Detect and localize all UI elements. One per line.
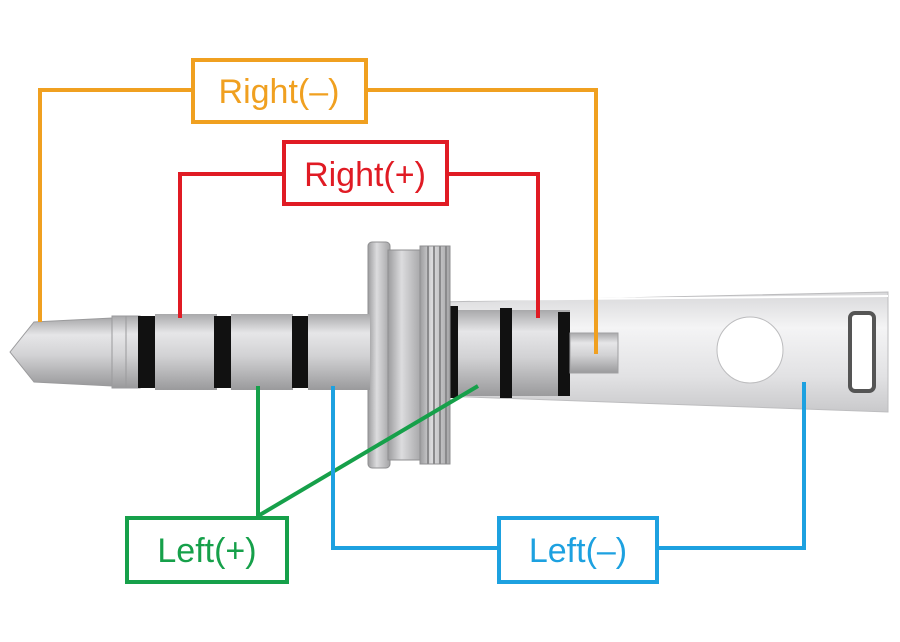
trrs-plug	[9, 314, 370, 390]
left-minus-box	[497, 516, 659, 584]
left-plus-callout: Left(+)	[125, 384, 480, 584]
right-minus-wire	[38, 88, 192, 322]
right-minus-callout: Right(–)	[38, 58, 598, 354]
plug-tip	[9, 317, 113, 387]
ring-1	[155, 314, 217, 390]
insulator-ring-3	[292, 316, 308, 388]
right-plus-label: Right(+)	[304, 156, 426, 194]
right-plus-callout: Right(+)	[178, 140, 540, 318]
right-minus-box	[191, 58, 368, 124]
jack-collar	[367, 241, 451, 469]
right-plus-wire	[178, 172, 283, 318]
plug-sleeve	[308, 314, 370, 390]
left-plus-label: Left(+)	[157, 532, 256, 570]
housing-round-hole	[716, 316, 784, 384]
housing-slot	[848, 311, 876, 393]
left-minus-wire	[331, 386, 498, 550]
left-minus-callout: Left(–)	[331, 382, 806, 584]
right-minus-label: Right(–)	[219, 73, 340, 111]
insulator-ring-2	[214, 316, 231, 388]
left-minus-label: Left(–)	[529, 532, 627, 570]
insulator-ring-1	[138, 316, 155, 388]
left-plus-box	[125, 516, 289, 584]
right-plus-box	[282, 140, 449, 206]
ring-2	[231, 314, 293, 390]
